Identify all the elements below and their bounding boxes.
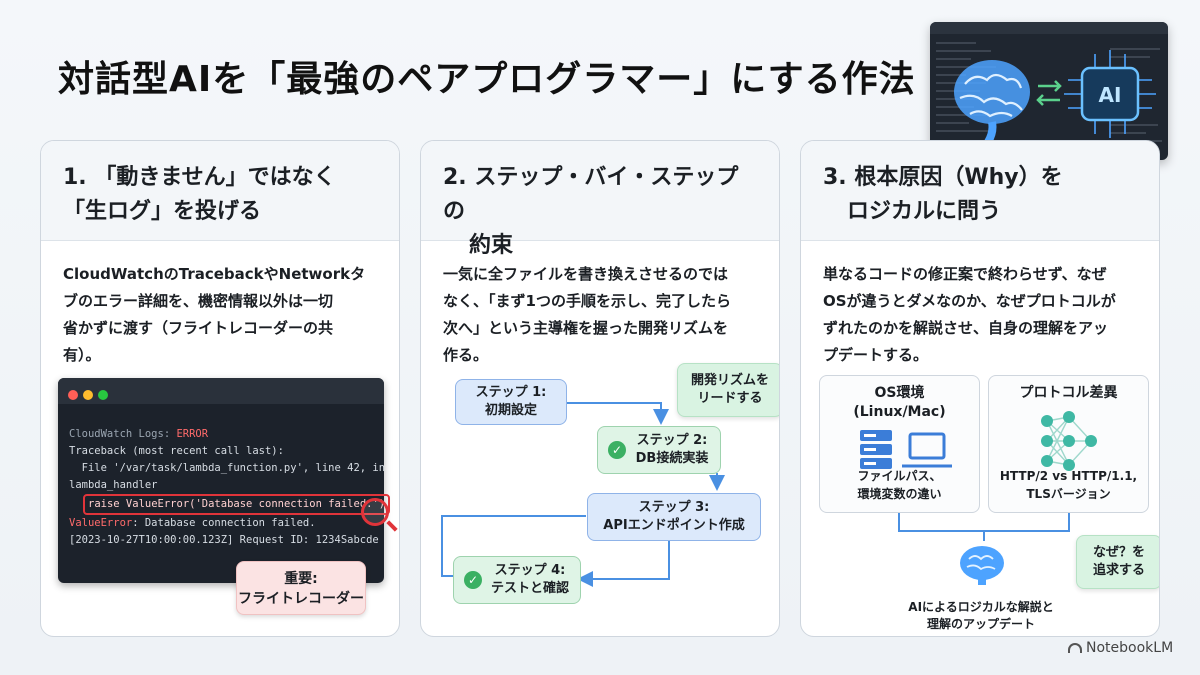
magnifier-icon [361,498,389,526]
card-title-line1: 3. 根本原因（Why）を [823,165,1063,190]
description-line: CloudWatchのTracebackやNetworkタ [63,265,366,283]
minimize-dot-icon [83,390,93,400]
result-caption: AIによるロジカルな解説と理解のアップデート [908,600,1054,631]
server-icon [859,430,892,469]
card-raw-logs: 1. 「動きません」ではなく 「生ログ」を投げる CloudWatchのTrac… [40,140,400,637]
card-root-cause: 3. 根本原因（Why）を ロジカルに問う 単なるコードの修正案で終わらせず、な… [800,140,1160,637]
card-description: 一気に全ファイルを書き換えさせるのでは なく、「まず1つの手順を示し、完了したら… [421,241,779,369]
highlighted-error-line: raise ValueError('Database connection fa… [83,494,391,515]
notebooklm-logo-icon [1068,643,1082,653]
ai-chip-icon: AI [1064,50,1156,138]
network-icon [1040,411,1097,471]
terminal-titlebar [58,378,384,404]
protocol-difference-box: プロトコル差異 HTTP/2 vs HTTP/1.1,TLSバージョン [988,375,1149,513]
brand-watermark: NotebookLM [1068,640,1173,656]
card-header: 1. 「動きません」ではなく 「生ログ」を投げる [41,141,399,241]
step-1: ステップ 1:初期設定 [455,379,567,425]
hero-illustration: AI [930,22,1168,160]
connector-lines [898,513,1070,585]
description-line: プデートする。 [823,346,929,364]
page-title: 対話型AIを「最強のペアプログラマー」にする作法 [58,59,916,100]
card-header: 2. ステップ・バイ・ステップの 約束 [421,141,779,258]
card-description: CloudWatchのTracebackやNetworkタ ブのエラー詳細を、機… [41,241,399,369]
description-line: 作る。 [443,346,489,364]
description-line: ブのエラー詳細を、機密情報以外は一切 [63,292,334,310]
card-title-line1: 1. 「動きません」ではなく [63,165,336,190]
terminal-window: CloudWatch Logs: ERROR Traceback (most r… [58,378,391,583]
laptop-icon [901,432,952,468]
description-line: ずれたのかを解説させ、自身の理解をアッ [823,319,1109,337]
check-icon: ✓ [608,441,626,459]
description-line: 単なるコードの修正案で終わらせず、なぜ [823,265,1107,283]
description-line: なく、「まず1つの手順を示し、完了したら [443,292,731,310]
card-description: 単なるコードの修正案で終わらせず、なぜ OSが違うとダメなのか、なぜプロトコルが… [801,241,1159,369]
description-line: OSが違うとダメなのか、なぜプロトコルが [823,292,1116,310]
card-title-line2: ロジカルに問う [847,199,1002,224]
card-header: 3. 根本原因（Why）を ロジカルに問う [801,141,1159,241]
close-dot-icon [68,390,78,400]
callout-important: 重要: フライトレコーダー [236,561,366,615]
description-line: 省かずに渡す（フライトレコーダーの共 [63,319,334,337]
brain-icon [954,60,1030,145]
terminal-log: CloudWatch Logs: ERROR Traceback (most r… [58,404,391,549]
check-icon: ✓ [464,571,482,589]
brain-icon [960,546,1004,585]
arrows-icon [1036,80,1062,106]
step-4: ✓ ステップ 4:テストと確認 [453,556,581,604]
callout-rhythm: 開発リズムをリードする [677,363,779,417]
description-line: 一気に全ファイルを書き換えさせるのでは [443,265,729,283]
svg-text:AI: AI [1099,83,1122,107]
card-title-line2: 「生ログ」を投げる [63,199,262,224]
card-step-by-step: 2. ステップ・バイ・ステップの 約束 一気に全ファイルを書き換えさせるのでは … [420,140,780,637]
card-title-line1: 2. ステップ・バイ・ステップの [443,165,739,224]
maximize-dot-icon [98,390,108,400]
callout-why: なぜ？を追求する [1076,535,1159,589]
os-environment-box: OS環境 (Linux/Mac) ファイルパス、環境変数の違い [819,375,980,513]
step-3: ステップ 3:APIエンドポイント作成 [587,493,761,541]
step-2: ✓ ステップ 2:DB接続実装 [597,426,721,474]
description-line: 有）。 [63,346,101,364]
card-title-line2: 約束 [469,233,514,258]
description-line: 次へ」という主導権を握った開発リズムを [443,319,729,337]
